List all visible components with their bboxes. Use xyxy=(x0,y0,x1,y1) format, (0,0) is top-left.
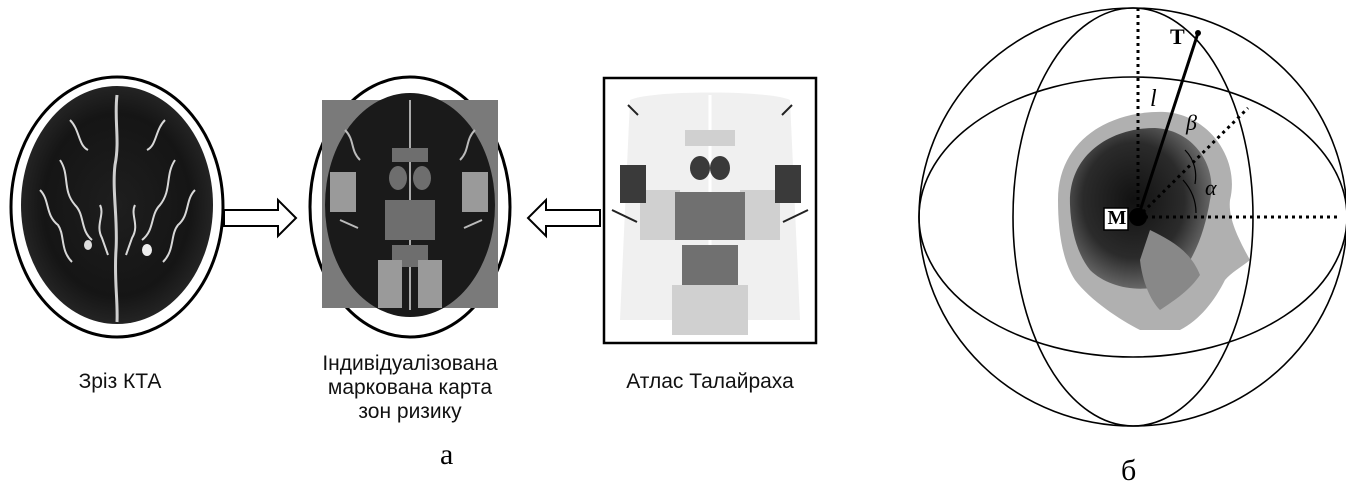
risk-map-caption: Індивідуалізована маркована карта зон ри… xyxy=(285,352,535,424)
panel-b-letter: б xyxy=(1121,454,1136,488)
risk-map-image xyxy=(310,77,510,337)
arrow-right-icon xyxy=(224,200,296,236)
ct-slice-caption: Зріз КТА xyxy=(30,370,210,394)
alpha-angle-label: α xyxy=(1205,175,1217,201)
arrow-left-icon xyxy=(528,200,600,236)
talairach-atlas-image xyxy=(604,78,816,343)
beta-angle-label: β xyxy=(1186,110,1197,136)
point-t-label: T xyxy=(1170,24,1185,50)
length-l-label: l xyxy=(1150,86,1157,113)
talairach-caption: Атлас Талайраха xyxy=(595,370,825,394)
head-image xyxy=(1058,112,1250,330)
risk-map-caption-line-2: маркована карта xyxy=(285,376,535,400)
point-m-label: M xyxy=(1106,207,1128,230)
panel-a-letter: а xyxy=(440,438,453,472)
risk-map-caption-line-1: Індивідуалізована xyxy=(285,352,535,376)
risk-map-caption-line-3: зон ризику xyxy=(285,400,535,424)
ct-slice-image xyxy=(11,77,223,337)
sphere-diagram xyxy=(919,8,1346,426)
